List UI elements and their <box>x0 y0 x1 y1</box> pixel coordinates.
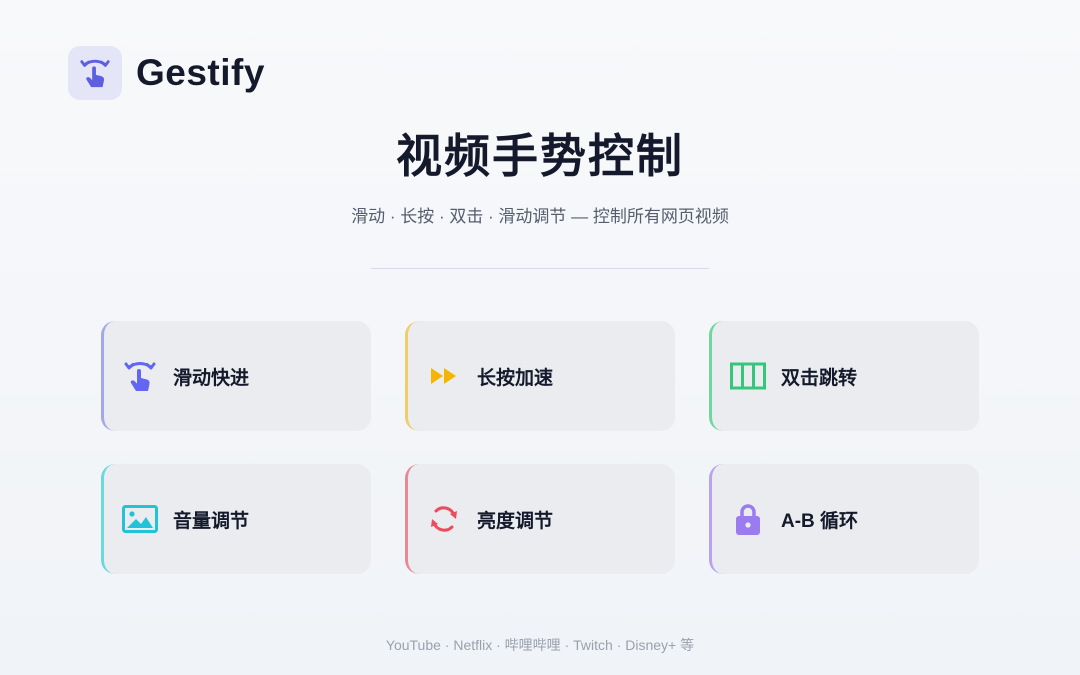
page-title: 视频手势控制 <box>396 130 684 182</box>
feature-card-swipe-seek[interactable]: 滑动快进 <box>101 321 371 431</box>
feature-card-volume[interactable]: 音量调节 <box>101 464 371 574</box>
feature-label: A-B 循环 <box>781 510 859 532</box>
brand-header: Gestify <box>68 46 265 100</box>
feature-card-long-press-speed[interactable]: 长按加速 <box>405 321 675 431</box>
feature-card-double-tap-jump[interactable]: 双击跳转 <box>709 321 979 431</box>
brand-name: Gestify <box>136 52 265 93</box>
swipe-gesture-icon <box>80 59 110 88</box>
feature-label: 音量调节 <box>173 510 250 532</box>
lock-icon <box>730 501 766 537</box>
feature-label: 双击跳转 <box>781 367 858 389</box>
page-subtitle: 滑动 · 长按 · 双击 · 滑动调节 — 控制所有网页视频 <box>351 207 729 226</box>
feature-card-brightness[interactable]: 亮度调节 <box>405 464 675 574</box>
columns-icon <box>730 358 766 394</box>
fast-forward-icon <box>426 358 462 394</box>
divider <box>371 268 709 269</box>
feature-label: 滑动快进 <box>173 367 250 389</box>
feature-label: 长按加速 <box>477 367 554 389</box>
supported-platforms: YouTube · Netflix · 哔哩哔哩 · Twitch · Disn… <box>385 637 695 653</box>
swipe-gesture-icon <box>122 358 158 394</box>
image-icon <box>122 501 158 537</box>
feature-label: 亮度调节 <box>477 510 554 532</box>
feature-card-ab-loop[interactable]: A-B 循环 <box>709 464 979 574</box>
refresh-icon <box>426 501 462 537</box>
logo <box>68 46 122 100</box>
